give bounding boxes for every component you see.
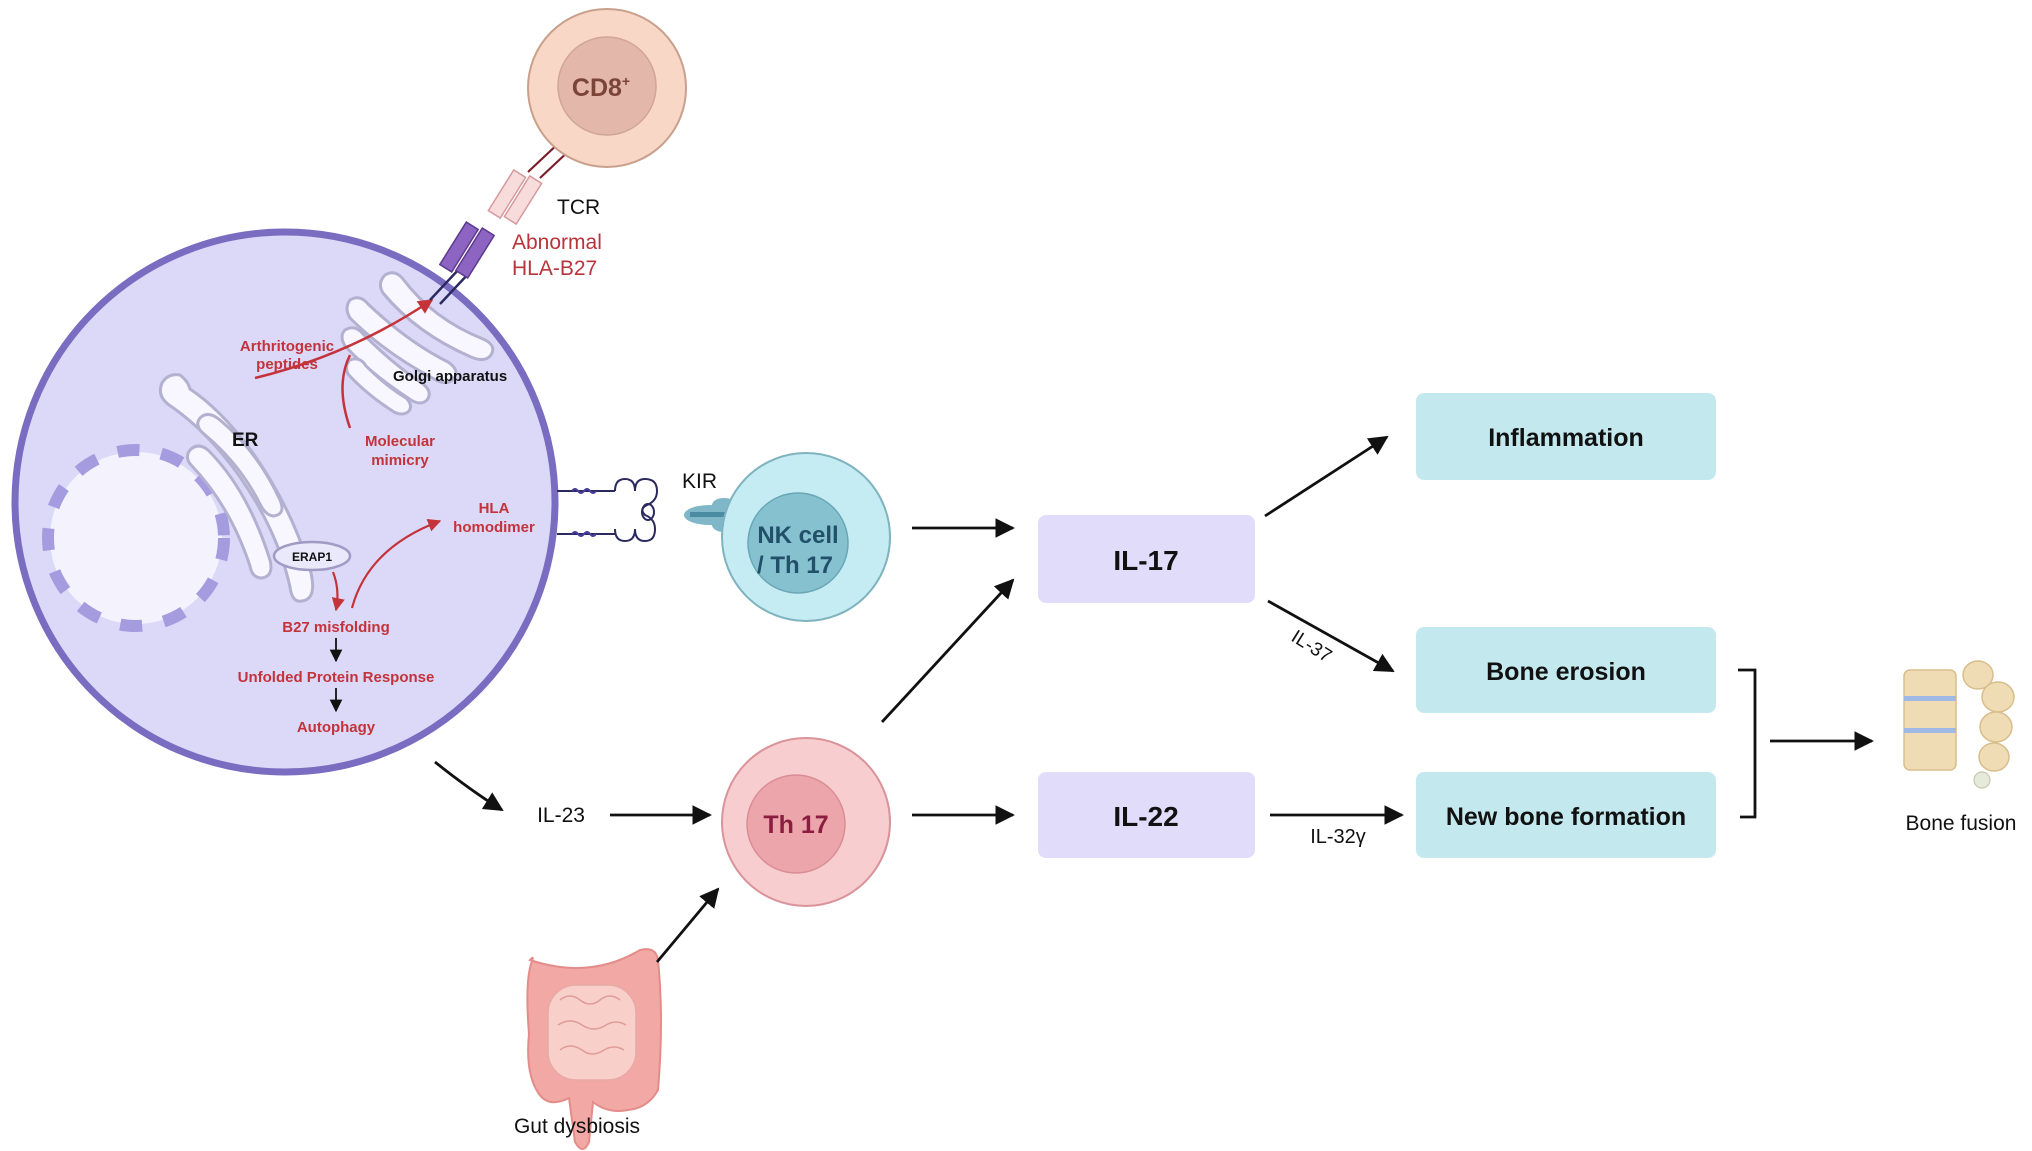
il32g-label: IL-32γ — [1310, 826, 1366, 848]
gut-dysbiosis-label: Gut dysbiosis — [514, 1115, 640, 1138]
arthritogenic-label-line1: Arthritogenic — [240, 338, 334, 355]
kir-label: KIR — [682, 470, 717, 493]
abnormal-hla-label-line2: HLA-B27 — [512, 257, 597, 280]
erap1-label: ERAP1 — [292, 550, 332, 564]
erap1-to-misfolding-arrow — [331, 571, 345, 612]
il17-to-bone-erosion-arrow — [1267, 599, 1395, 673]
arthritogenic-label-line2: peptides — [256, 356, 318, 373]
er-icon — [158, 373, 315, 603]
upr-label: Unfolded Protein Response — [238, 669, 435, 686]
th17-label: Th 17 — [763, 811, 828, 839]
il17-label: IL-17 — [1113, 545, 1178, 576]
gut-to-th17-arrow — [655, 887, 720, 963]
new-bone-formation-box: New bone formation — [1416, 772, 1716, 858]
inflammation-box: Inflammation — [1416, 393, 1716, 480]
cell-to-il23-arrow — [434, 760, 504, 812]
hla-homodimer-label-line1: HLA — [479, 500, 510, 517]
nucleus-icon — [42, 444, 230, 632]
hla-homodimer-arrow — [350, 518, 442, 609]
nk-th17-cell: NK cell / Th 17 — [721, 452, 891, 622]
il22-box: IL-22 — [1038, 772, 1255, 858]
b27-misfolding-label: B27 misfolding — [282, 619, 390, 636]
bone-erosion-label: Bone erosion — [1486, 658, 1646, 686]
tcr-label: TCR — [557, 196, 600, 219]
il17-box: IL-17 — [1038, 515, 1255, 603]
erap1-icon — [272, 540, 352, 572]
er-label: ER — [232, 430, 259, 451]
th17-cell: Th 17 — [721, 737, 891, 907]
golgi-label: Golgi apparatus — [393, 368, 507, 385]
th17-to-il17-arrow — [880, 578, 1015, 723]
il23-label: IL-23 — [537, 804, 585, 827]
hla-homodimer-label-line2: homodimer — [453, 519, 535, 536]
abnormal-hla-label-line1: Abnormal — [512, 231, 602, 254]
bone-erosion-box: Bone erosion — [1416, 627, 1716, 713]
bone-fusion-label: Bone fusion — [1906, 812, 2017, 835]
molecular-mimicry-label-line2: mimicry — [371, 452, 429, 469]
kir-ligand-icon — [557, 477, 659, 543]
molecular-mimicry-label-line1: Molecular — [365, 433, 435, 450]
spine-icon — [1903, 660, 2015, 789]
outcome-bracket — [1738, 668, 1757, 819]
antigen-presenting-cell: ER ERAP1 Golgi apparatus Arthritogenic p… — [11, 228, 559, 776]
molecular-mimicry-connector — [341, 354, 352, 429]
cd8-label: CD8+ — [572, 73, 630, 102]
nk-cell-label-line1: NK cell — [757, 522, 838, 549]
hla-b27-molecule-icon — [429, 221, 496, 305]
il37-label: IL-37 — [1287, 626, 1335, 667]
new-bone-formation-label: New bone formation — [1446, 803, 1686, 831]
arthritogenic-peptides-arrow — [254, 298, 434, 380]
il22-label: IL-22 — [1113, 801, 1178, 832]
il17-to-inflammation-arrow — [1264, 435, 1389, 518]
golgi-apparatus-icon — [340, 271, 495, 416]
nk-cell-label-line2: / Th 17 — [757, 552, 833, 579]
autophagy-label: Autophagy — [297, 719, 376, 736]
cd8-cell: CD8+ — [527, 8, 687, 168]
gut-dysbiosis-icon — [526, 948, 662, 1150]
inflammation-label: Inflammation — [1488, 424, 1644, 452]
